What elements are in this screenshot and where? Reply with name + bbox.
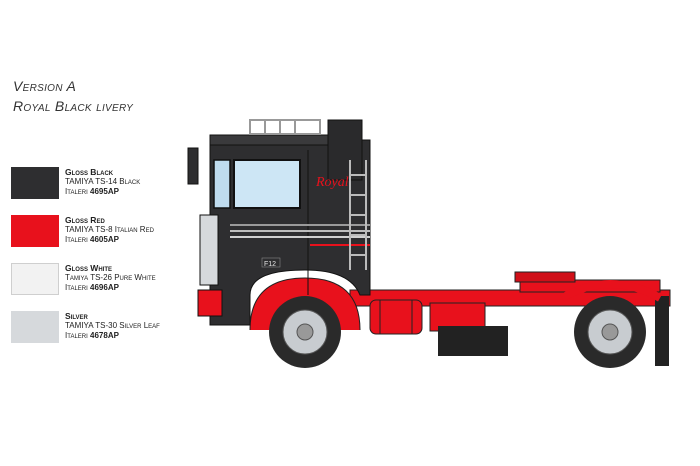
roof-rack [249, 119, 321, 135]
color-ref-tamiya: TAMIYA TS-14 Black [65, 177, 141, 186]
color-brand: Italeri [65, 235, 88, 244]
truck-cab: F12 Royal [187, 119, 371, 326]
color-swatch [11, 215, 59, 247]
color-legend-item-gloss-white: Gloss White Tamiya TS-26 Pure White Ital… [11, 263, 156, 295]
color-ref-tamiya: Tamiya TS-26 Pure White [65, 273, 156, 282]
color-brand: Italeri [65, 187, 88, 196]
livery-title: Version A Royal Black livery [13, 76, 133, 116]
color-brand: Italeri [65, 283, 88, 292]
color-swatch [11, 311, 59, 343]
royal-script-logo: Royal [315, 175, 349, 190]
color-ref-tamiya: TAMIYA TS-8 Italian Red [65, 225, 154, 234]
color-code: 4678AP [90, 331, 119, 340]
chassis-frame [349, 271, 671, 366]
version-label: Version A [13, 78, 77, 94]
color-swatch [11, 167, 59, 199]
color-brand: Italeri [65, 331, 88, 340]
color-swatch [11, 263, 59, 295]
color-name: Gloss Black [65, 167, 114, 177]
color-code: 4605AP [90, 235, 119, 244]
livery-label: Royal Black livery [13, 98, 134, 114]
cab-badge: F12 [264, 261, 276, 268]
color-code: 4695AP [90, 187, 119, 196]
color-name: Gloss White [65, 263, 112, 273]
color-legend-item-gloss-red: Gloss Red TAMIYA TS-8 Italian Red Italer… [11, 215, 154, 247]
color-code: 4696AP [90, 283, 119, 292]
truck-illustration: F12 Royal [187, 119, 671, 368]
color-legend-item-gloss-black: Gloss Black TAMIYA TS-14 Black Italeri 4… [11, 167, 140, 199]
color-name: Silver [65, 311, 88, 321]
color-legend-item-silver: Silver TAMIYA TS-30 Silver Leaf Italeri … [11, 311, 160, 343]
cab-ladder [349, 160, 367, 270]
color-ref-tamiya: TAMIYA TS-30 Silver Leaf [65, 321, 160, 330]
color-name: Gloss Red [65, 215, 105, 225]
rear-wheel [574, 296, 646, 368]
front-wheel [269, 296, 341, 368]
